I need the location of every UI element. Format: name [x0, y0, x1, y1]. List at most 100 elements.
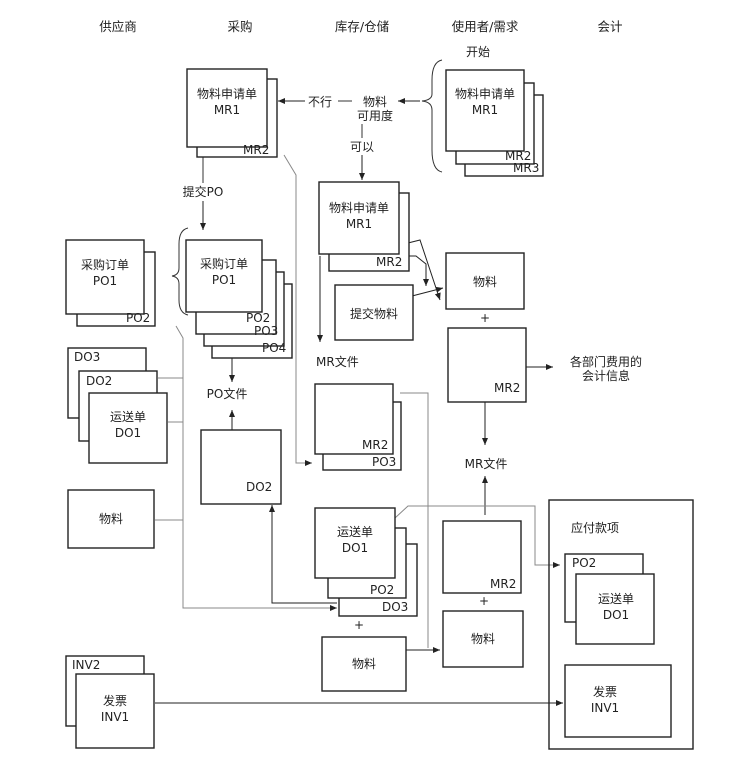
inventory-material: 物料: [321, 636, 407, 692]
purchasing-po4-label: PO4: [262, 341, 286, 355]
availability-yes-label: 可以: [350, 140, 374, 154]
inventory-delivery-stack: 运送单 DO1 PO2 DO3 +: [314, 507, 418, 632]
line-po-to-do3: [175, 325, 337, 611]
purchasing-do2: DO2: [200, 429, 282, 505]
inventory-po2-label: PO2: [370, 583, 394, 597]
supplier-do1-label: DO1: [115, 426, 141, 440]
demand-plus-top: +: [480, 311, 490, 325]
payables-label: 应付款项: [571, 520, 619, 535]
supplier-material-label: 物料: [99, 512, 123, 526]
inventory-file-po3-label: PO3: [372, 455, 396, 469]
purchasing-mr-title: 物料申请单: [197, 87, 257, 101]
supplier-po2-label: PO2: [126, 311, 150, 325]
inventory-material-label: 物料: [352, 657, 376, 671]
accounting-dept-cost: 各部门费用的 会计信息: [570, 354, 642, 383]
inventory-material-box: [321, 636, 407, 692]
demand-material-bottom: 物料: [442, 610, 524, 668]
submit-material-box: [334, 284, 414, 341]
demand-mr2-top-box: [447, 327, 527, 403]
purchasing-po1-label: PO1: [212, 273, 236, 287]
purchasing-po2-label: PO2: [246, 311, 270, 325]
supplier-inv2-label: INV2: [72, 658, 100, 672]
lane-header-inventory: 库存/仓储: [335, 19, 389, 34]
connectors: [155, 59, 563, 706]
purchasing-po3-label: PO3: [254, 324, 278, 338]
demand-mr2-bottom-box: [442, 520, 522, 594]
supplier-material: 物料: [67, 489, 155, 549]
line-mr-file-right: [400, 392, 429, 648]
accounting-delivery-title: 运送单: [598, 591, 634, 606]
line-do-to-payables: [394, 505, 560, 568]
purchasing-po-title: 采购订单: [200, 256, 248, 271]
supplier-inv1-doc: [75, 673, 155, 749]
user-mr2-label: MR2: [505, 149, 531, 163]
demand-material-top: 物料 +: [445, 252, 525, 325]
availability-label-1: 物料: [363, 95, 387, 109]
supplier-do2-label: DO2: [86, 374, 112, 388]
demand-mr2-top-label: MR2: [494, 381, 520, 395]
user-mr1-label: MR1: [472, 103, 498, 117]
user-mr3-label: MR3: [513, 161, 539, 175]
supplier-po1-doc: [65, 239, 145, 315]
lane-header-purchasing: 采购: [227, 19, 252, 34]
supplier-invoice-stack: INV2 发票 INV1: [65, 655, 155, 749]
availability-no-label: 不行: [308, 95, 332, 109]
payables-frame: [548, 499, 694, 750]
arrow-submit-to-material: [411, 286, 444, 297]
dept-cost-line-2: 会计信息: [582, 368, 630, 383]
supplier-do-stack: DO3 DO2 运送单 DO1: [67, 347, 168, 464]
purchasing-do2-label: DO2: [246, 480, 272, 494]
demand-mr-file: MR文件 MR2 +: [442, 456, 522, 608]
purchasing-do2-doc: [200, 429, 282, 505]
start-label: 开始: [466, 45, 490, 59]
user-mr1-doc: [445, 69, 525, 152]
inventory-mr-file-label: MR文件: [316, 354, 359, 369]
user-mr-brace: [421, 59, 443, 173]
lane-header-user-demand: 使用者/需求: [452, 19, 519, 34]
supplier-material-box: [67, 489, 155, 549]
user-mr-stack: 开始 物料申请单 MR1 MR2 MR3: [445, 45, 544, 177]
user-mr-title: 物料申请单: [455, 87, 515, 101]
supplier-po-stack: 采购订单 PO1 PO2: [65, 239, 156, 327]
accounting-invoice-doc: [564, 664, 672, 738]
demand-mr2-top: MR2: [447, 327, 527, 403]
inventory-mr2-label: MR2: [376, 255, 402, 269]
lane-header-supplier: 供应商: [99, 19, 137, 34]
lane-header-accounting: 会计: [597, 19, 622, 34]
purchasing-mr1-label: MR1: [214, 103, 240, 117]
arrow-do-to-do2: [269, 505, 337, 604]
inventory-do1-label: DO1: [342, 541, 368, 555]
demand-mr-file-label: MR文件: [465, 456, 508, 471]
arrow-mr2-to-submit: [404, 255, 429, 286]
po-file-label: PO文件: [207, 386, 248, 401]
inventory-plus: +: [354, 618, 364, 632]
accounting-inv1-label: INV1: [591, 701, 619, 715]
accounting-payables: 应付款项 PO2 运送单 DO1 发票 INV1: [548, 499, 694, 750]
demand-plus-bottom: +: [479, 594, 489, 608]
inventory-mr-stack: 物料申请单 MR1 MR2: [318, 181, 410, 272]
submit-po-label: 提交PO: [183, 184, 224, 199]
supplier-do3-label: DO3: [74, 350, 100, 364]
supplier-invoice-title: 发票: [103, 693, 127, 708]
po-brace: [171, 227, 189, 316]
demand-material-bottom-label: 物料: [471, 632, 495, 646]
inventory-mr-file: MR文件 MR2 PO3: [314, 354, 402, 471]
lane-headers: 供应商 采购 库存/仓储 使用者/需求 会计: [99, 19, 622, 34]
demand-material-top-box: [445, 252, 525, 310]
supplier-do1-doc: [88, 392, 168, 464]
demand-mr2-bottom-label: MR2: [490, 577, 516, 591]
availability-label-2: 可用度: [357, 108, 393, 123]
availability-check: 物料 可用度 不行 可以: [308, 95, 393, 154]
purchasing-po1-doc: [185, 239, 263, 313]
accounting-invoice-title: 发票: [593, 684, 617, 699]
purchasing-mr2-label: MR2: [243, 143, 269, 157]
purchasing-mr-stack: 物料申请单 MR1 MR2 提交PO: [183, 68, 278, 199]
inventory-mr1-label: MR1: [346, 217, 372, 231]
supplier-delivery-title: 运送单: [110, 409, 146, 424]
dept-cost-line-1: 各部门费用的: [570, 354, 642, 369]
accounting-do1-doc: [575, 573, 655, 645]
demand-material-top-label: 物料: [473, 275, 497, 289]
inventory-file-mr2-label: MR2: [362, 438, 388, 452]
supplier-inv1-label: INV1: [101, 710, 129, 724]
purchasing-mr1-doc: [186, 68, 268, 148]
